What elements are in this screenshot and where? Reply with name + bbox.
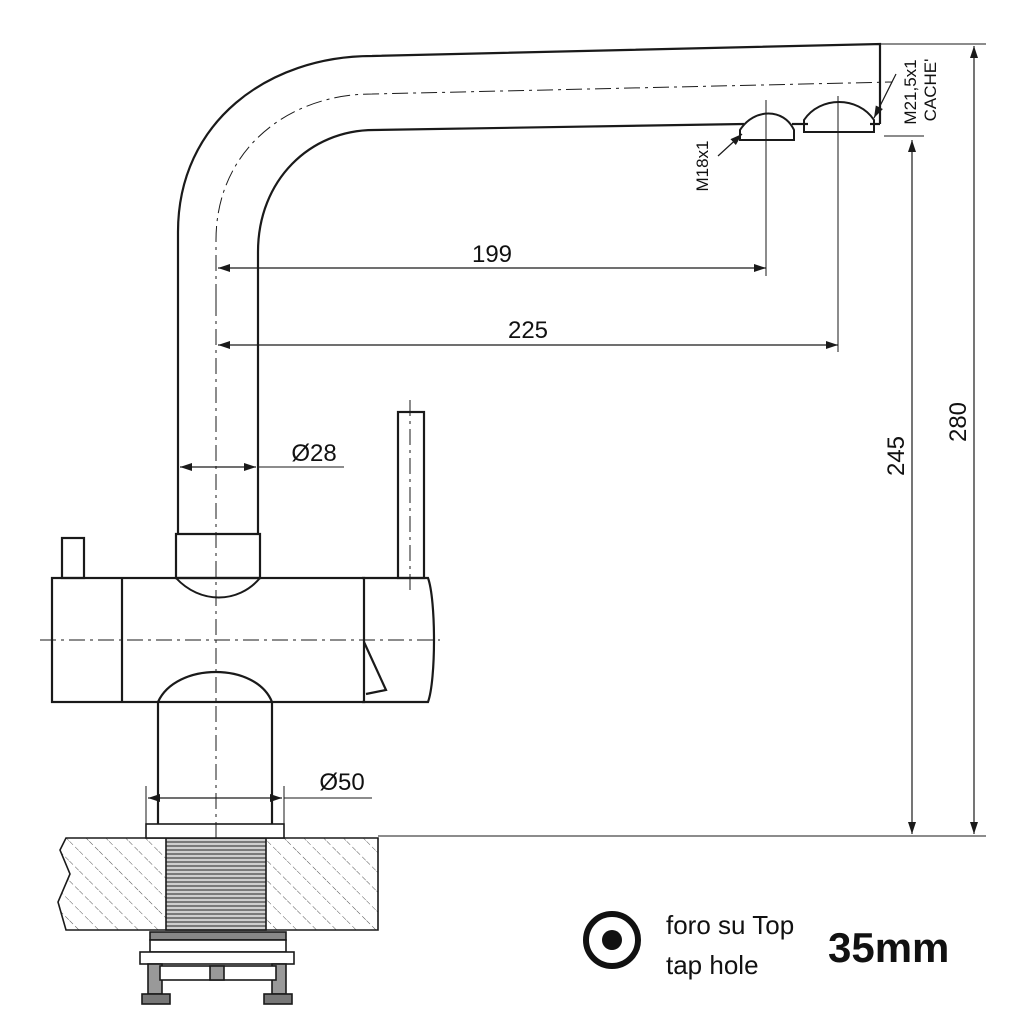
thread-m18-label: M18x1 [693,140,712,191]
extension-lines [145,43,986,837]
dim-225-label: 225 [508,317,548,344]
dim-199-label: 199 [472,241,512,268]
faucet-body [50,42,882,824]
centerlines [40,81,893,840]
dim-50-label: Ø50 [319,769,364,796]
thread-m21-label: M21,5x1 [901,59,920,124]
countertop [57,837,379,931]
dim-280-label: 280 [945,402,972,442]
tap-hole-symbol-icon [583,911,641,969]
tap-hole-size: 35mm [828,924,949,971]
legend-label-italian: foro su Top [666,910,794,940]
dimension-lines [148,46,978,834]
thread-cache-label: CACHE' [921,59,940,122]
dim-28-label: Ø28 [291,440,336,467]
mounting-hardware [139,823,295,1005]
legend-label-english: tap hole [666,950,759,980]
dim-245-label: 245 [883,436,910,476]
